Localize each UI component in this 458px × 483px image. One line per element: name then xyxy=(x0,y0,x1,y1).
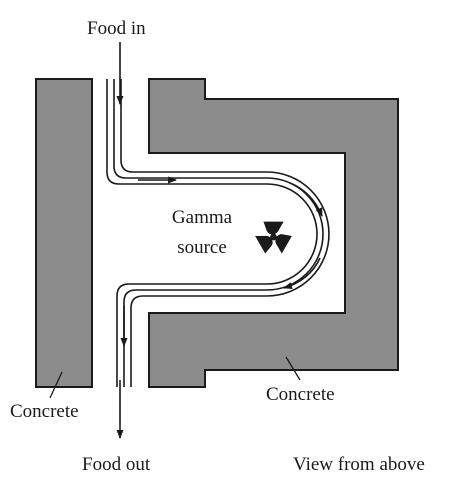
concrete-left-label: Concrete xyxy=(10,401,79,422)
trefoil-center xyxy=(270,233,277,241)
food-out-label: Food out xyxy=(82,454,151,475)
leader-concrete-left xyxy=(49,371,63,399)
trefoil-blade-2 xyxy=(275,234,292,254)
conveyor-track-middle xyxy=(113,79,324,387)
radiation-trefoil-icon xyxy=(255,221,292,254)
conveyor-track-inner xyxy=(106,79,318,387)
gamma-label-line2: source xyxy=(177,237,227,258)
arrow-curve-bottom xyxy=(283,257,321,289)
food-in-label: Food in xyxy=(87,18,146,39)
trefoil-blade-3 xyxy=(255,235,273,254)
arrow-curve-top xyxy=(289,182,323,217)
conveyor-track xyxy=(106,79,330,387)
trefoil-blade-1 xyxy=(263,221,284,235)
leader-concrete-right xyxy=(285,356,301,381)
flow-arrows xyxy=(116,42,323,439)
left-concrete-wall xyxy=(35,78,93,388)
concrete-right-label: Concrete xyxy=(266,384,335,405)
view-label: View from above xyxy=(293,454,425,475)
right-concrete-wall xyxy=(148,78,399,388)
conveyor-track-outer xyxy=(120,79,330,387)
gamma-label-line1: Gamma xyxy=(171,207,233,228)
